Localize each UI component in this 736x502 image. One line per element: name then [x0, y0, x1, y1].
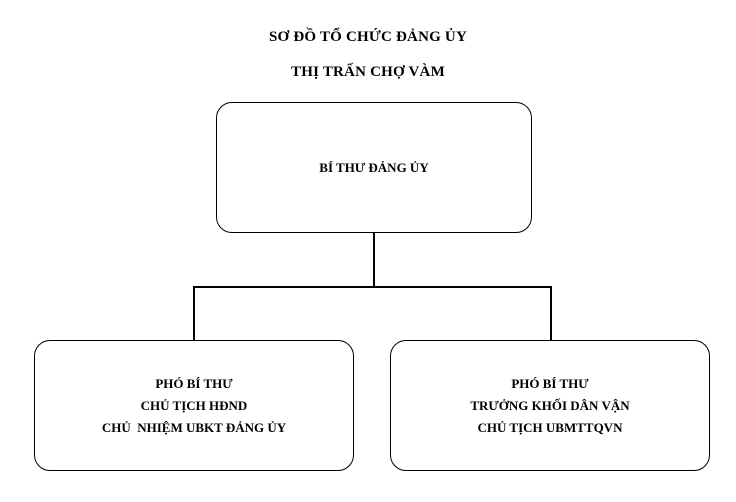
node-label: CHỦ TỊCH HĐND — [140, 397, 248, 413]
node-label: CHỦ TỊCH UBMTTQVN — [477, 419, 623, 435]
node-label: TRƯỞNG KHỐI DÂN VẬN — [470, 397, 630, 413]
diagram-subtitle: THỊ TRẤN CHỢ VÀM — [291, 64, 445, 80]
node-label: PHÓ BÍ THƯ — [155, 375, 233, 391]
connector-trunk — [373, 233, 375, 287]
connector-right-drop — [550, 286, 552, 340]
node-party-secretary: BÍ THƯ ĐẢNG ỦY — [216, 102, 532, 233]
connector-left-drop — [193, 286, 195, 340]
node-deputy-secretary-right: PHÓ BÍ THƯ TRƯỞNG KHỐI DÂN VẬN CHỦ TỊCH … — [390, 340, 710, 471]
node-deputy-secretary-left: PHÓ BÍ THƯ CHỦ TỊCH HĐND CHỦ NHIỆM UBKT … — [34, 340, 354, 471]
node-label: PHÓ BÍ THƯ — [511, 375, 589, 391]
connector-branch — [193, 286, 551, 288]
diagram-title: SƠ ĐỒ TỔ CHỨC ĐẢNG ỦY — [269, 29, 467, 45]
node-label: CHỦ NHIỆM UBKT ĐẢNG ỦY — [101, 419, 287, 435]
node-label: BÍ THƯ ĐẢNG ỦY — [319, 159, 429, 175]
